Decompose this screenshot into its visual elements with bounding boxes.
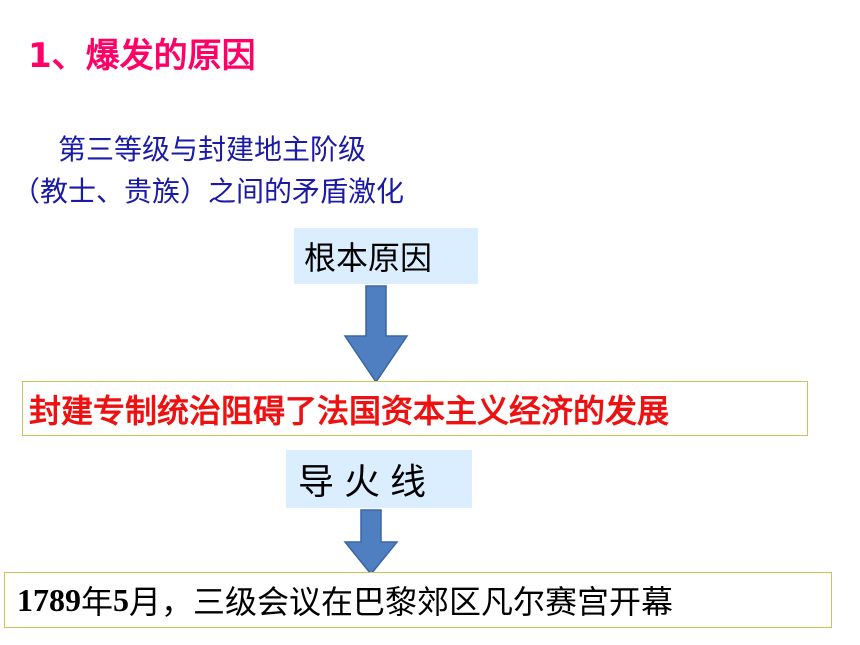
fuse-label: 导火线: [286, 450, 472, 508]
fuse-label-text: 导火线: [298, 462, 437, 503]
event-year-unit: 年: [81, 584, 114, 620]
root-cause-label-text: 根本原因: [304, 239, 433, 277]
slide-title: 1、爆发的原因: [28, 36, 256, 76]
event-year: 1789: [17, 581, 81, 618]
event-text: 月，三级会议在巴黎郊区凡尔赛宫开幕: [129, 584, 674, 620]
root-cause-box: 封建专制统治阻碍了法国资本主义经济的发展: [22, 381, 808, 436]
contradiction-line-2: （教士、贵族）之间的矛盾激化: [12, 175, 405, 208]
down-arrow-icon: [343, 285, 409, 384]
contradiction-line-1: 第三等级与封建地主阶级: [58, 133, 367, 166]
down-arrow-icon: [343, 509, 399, 576]
root-cause-text: 封建专制统治阻碍了法国资本主义经济的发展: [29, 391, 670, 430]
event-month: 5: [113, 581, 130, 618]
root-cause-label: 根本原因: [294, 228, 478, 284]
